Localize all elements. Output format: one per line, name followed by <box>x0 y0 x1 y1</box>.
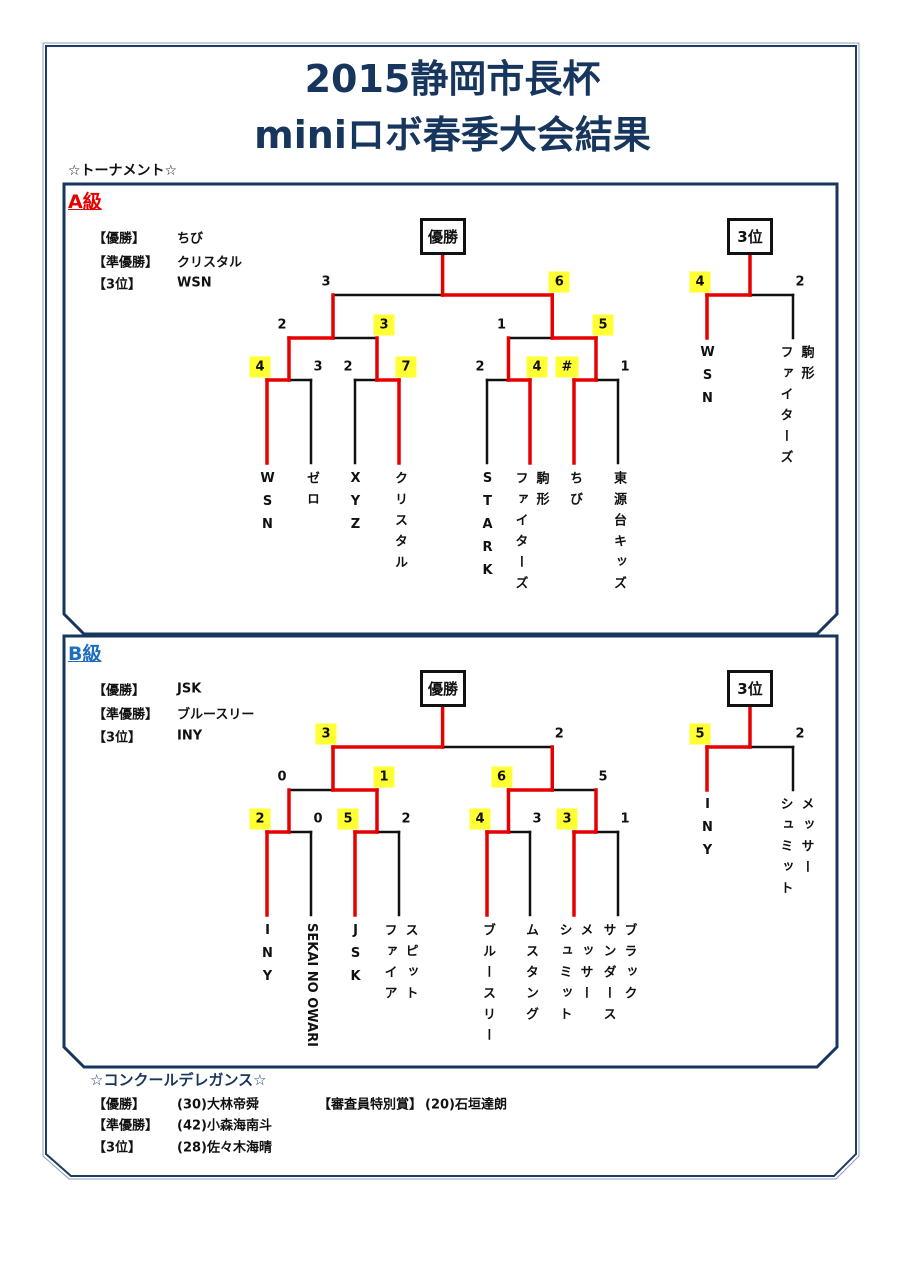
match-score: 5 <box>598 769 608 785</box>
team-name: SEKAI NO OWARI <box>304 923 319 1047</box>
team-name: 駒形 <box>798 345 814 387</box>
team-name: WSN <box>700 345 715 414</box>
match-score: 5 <box>337 808 359 830</box>
concours-value: (28)佐々木海晴 <box>177 1140 272 1156</box>
team-name: INY <box>260 923 275 992</box>
team-name: 駒形 <box>533 471 549 513</box>
third-place-box: 3位 <box>727 218 773 255</box>
result-value: WSN <box>177 275 212 291</box>
team-name: クリスタル <box>392 471 407 576</box>
concours-value: (42)小森海南斗 <box>177 1118 272 1134</box>
team-name: STARK <box>480 471 495 586</box>
team-name: XYZ <box>348 471 363 540</box>
match-score: # <box>555 356 579 378</box>
team-name: ファイア <box>381 923 397 1007</box>
result-label: 【3位】 <box>93 277 142 293</box>
concours-label: 【優勝】 <box>93 1097 146 1113</box>
result-value: ブルースリー <box>177 707 255 723</box>
result-label: 【優勝】 <box>93 683 146 699</box>
match-score: 5 <box>689 723 711 745</box>
result-label: 【優勝】 <box>93 231 146 247</box>
match-score: 2 <box>401 811 411 827</box>
a-class-label: A級 <box>68 191 102 213</box>
match-score: 6 <box>490 766 513 788</box>
match-score: 2 <box>343 359 353 375</box>
page-title-line2: miniロボ春季大会結果 <box>254 113 651 157</box>
team-name: WSN <box>260 471 275 540</box>
tournament-heading: ☆トーナメント☆ <box>68 163 178 179</box>
match-score: 2 <box>795 274 805 290</box>
match-score: 7 <box>395 356 417 378</box>
team-name: サンダース <box>600 923 616 1028</box>
team-name: ちび <box>567 471 582 513</box>
page-title-line1: 2015静岡市長杯 <box>304 57 601 101</box>
match-score: 4 <box>469 808 491 830</box>
match-score: 3 <box>556 808 578 830</box>
team-name: メッサー <box>577 923 593 1007</box>
match-score: 3 <box>532 811 542 827</box>
match-score: 2 <box>277 317 287 333</box>
team-name: シュミット <box>777 797 793 902</box>
a-class-frame <box>62 182 839 636</box>
match-score: 1 <box>496 317 507 333</box>
final-box: 優勝 <box>420 218 466 255</box>
result-label: 【準優勝】 <box>93 707 159 723</box>
team-name: ブラック <box>621 923 637 1007</box>
concours-label: 【準優勝】 <box>93 1118 159 1134</box>
final-box: 優勝 <box>420 670 466 707</box>
result-value: INY <box>177 728 203 744</box>
team-name: INY <box>700 797 715 866</box>
team-name: 東源台キッズ <box>611 471 626 597</box>
match-score: 1 <box>620 359 630 375</box>
result-label: 【3位】 <box>93 730 142 746</box>
team-name: ゼロ <box>304 471 319 513</box>
match-score: 0 <box>313 811 323 827</box>
team-name: JSK <box>348 923 363 992</box>
match-score: 2 <box>795 726 805 742</box>
team-name: シュミット <box>556 923 572 1028</box>
team-name: ブルースリー <box>480 923 495 1049</box>
team-name: ファイターズ <box>512 471 528 597</box>
match-score: 3 <box>373 314 395 336</box>
b-class-frame <box>62 634 839 1069</box>
concours-heading: ☆コンクールデレガンス☆ <box>90 1071 267 1089</box>
third-place-box: 3位 <box>727 670 773 707</box>
match-score: 2 <box>249 808 271 830</box>
match-score: 3 <box>315 723 337 745</box>
concours-value: (30)大林帝舜 <box>177 1097 259 1113</box>
team-name: スピット <box>402 923 418 1007</box>
match-score: 4 <box>249 356 271 378</box>
match-score: 2 <box>554 726 564 742</box>
result-value: JSK <box>177 681 202 697</box>
special-award-value: (20)石垣達朗 <box>425 1097 507 1113</box>
match-score: 4 <box>689 271 711 293</box>
b-class-label: B級 <box>68 643 102 665</box>
result-value: ちび <box>177 231 204 247</box>
match-score: 2 <box>475 359 485 375</box>
match-score: 1 <box>620 811 630 827</box>
team-name: ムスタング <box>523 923 538 1028</box>
match-score: 5 <box>592 314 614 336</box>
match-score: 6 <box>548 271 570 293</box>
special-award-label: 【審査員特別賞】 <box>318 1097 423 1113</box>
concours-label: 【3位】 <box>93 1140 142 1156</box>
match-score: 1 <box>373 766 395 788</box>
team-name: ファイターズ <box>777 345 793 471</box>
match-score: 3 <box>321 274 331 290</box>
match-score: 4 <box>526 356 548 378</box>
team-name: メッサー <box>798 797 814 881</box>
match-score: 3 <box>313 359 323 375</box>
match-score: 0 <box>277 769 287 785</box>
result-value: クリスタル <box>177 255 243 271</box>
result-label: 【準優勝】 <box>93 255 159 271</box>
